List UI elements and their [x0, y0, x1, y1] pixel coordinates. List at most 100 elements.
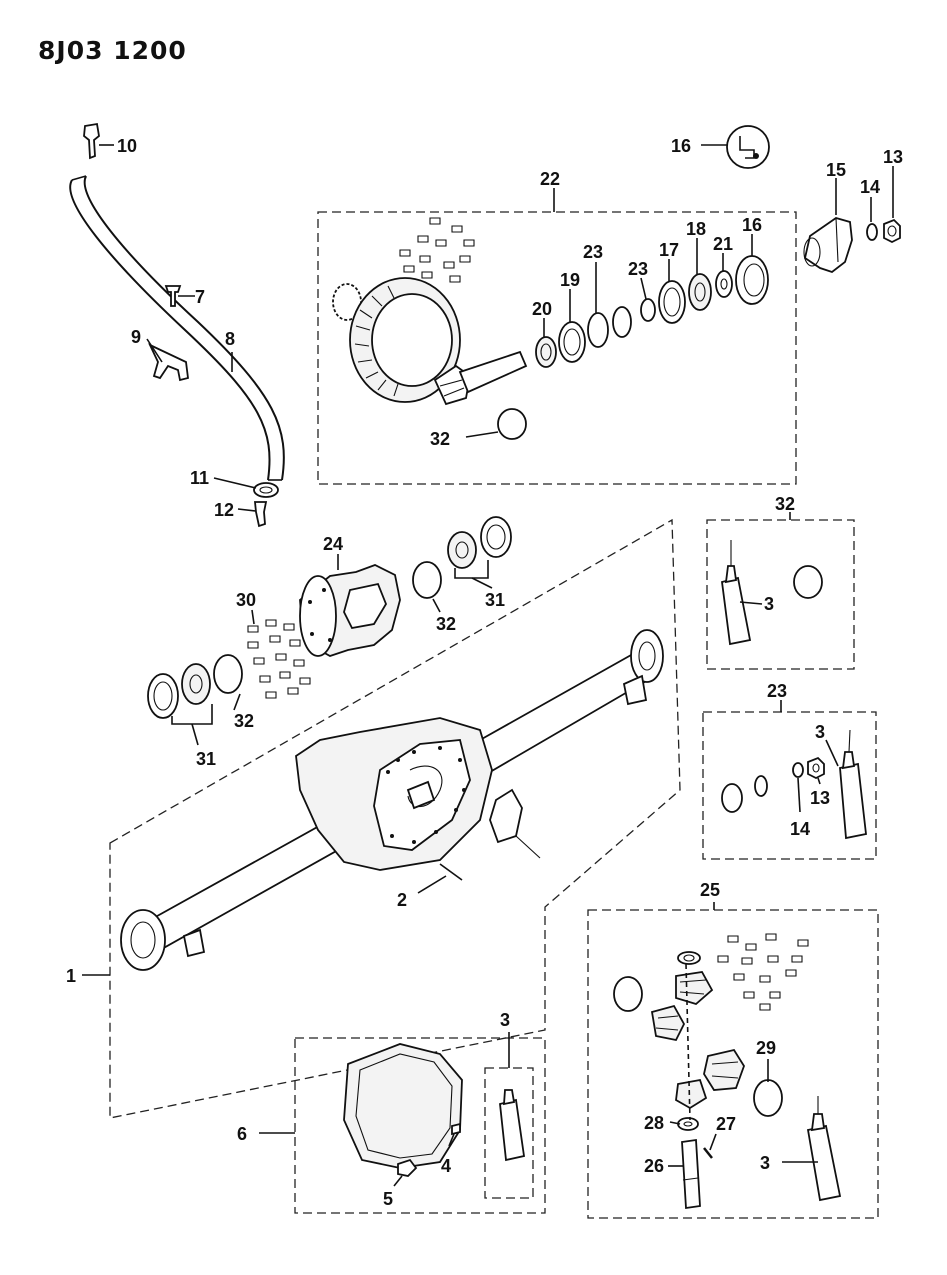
seal-16 — [735, 255, 769, 305]
washer-14-kit — [792, 762, 804, 778]
callout-32-b: 32 — [436, 614, 456, 634]
pinion-gear-22 — [433, 350, 528, 406]
plug-5 — [397, 1158, 418, 1177]
sealant-tube-23-kit — [839, 729, 867, 840]
bearing-31-upper — [447, 531, 477, 569]
shim-32-lower — [213, 654, 243, 694]
callout-1: 1 — [66, 966, 76, 986]
case-bolts-30 — [247, 619, 311, 699]
callout-4: 4 — [441, 1156, 451, 1176]
shim-23-kit-a — [721, 783, 743, 813]
callout-13-kit: 13 — [810, 788, 830, 808]
cup-31-lower — [147, 673, 179, 719]
shim-23-a — [587, 312, 609, 348]
callout-3-kit25: 3 — [760, 1153, 770, 1173]
bearing-18 — [688, 273, 712, 311]
cup-31-upper — [480, 516, 512, 558]
ring-gear-22 — [349, 277, 461, 403]
kit-box-22 — [317, 211, 797, 485]
vent-fitting-10 — [83, 122, 100, 160]
callout-23-kit: 23 — [767, 681, 787, 701]
callout-2: 2 — [397, 890, 407, 910]
shaft-26 — [681, 1138, 701, 1210]
callout-7: 7 — [195, 287, 205, 307]
shim-32-kit — [793, 565, 823, 599]
callout-20: 20 — [532, 299, 552, 319]
shim-32-upper — [412, 561, 442, 599]
washer-28 — [677, 1117, 699, 1131]
ring-gear-bolts-22 — [399, 217, 475, 283]
callout-16-top: 16 — [671, 136, 691, 156]
callout-24: 24 — [323, 534, 343, 554]
cup-19 — [558, 321, 586, 363]
callout-11: 11 — [190, 468, 209, 488]
callout-9: 9 — [131, 327, 141, 347]
shim-23-kit-b — [754, 775, 768, 797]
sealant-tube-32-kit — [721, 540, 752, 646]
callout-3-kit32: 3 — [764, 594, 774, 614]
yoke-15 — [803, 217, 853, 274]
callout-14-kit: 14 — [790, 819, 810, 839]
bolt-4 — [451, 1122, 461, 1136]
case-bolts-25 — [717, 933, 809, 1011]
fitting-12 — [254, 501, 268, 528]
callout-14-top: 14 — [860, 177, 880, 197]
shim-32-a — [497, 408, 527, 440]
callout-32-kit: 32 — [775, 494, 795, 514]
callout-31-a: 31 — [485, 590, 505, 610]
callout-32-c: 32 — [234, 711, 254, 731]
callout-32-a: 32 — [430, 429, 450, 449]
kit-box-1-housing — [109, 518, 681, 1119]
callout-23-b: 23 — [628, 259, 648, 279]
spacer-22 — [612, 306, 632, 338]
callout-28: 28 — [644, 1113, 664, 1133]
callout-12: 12 — [214, 500, 234, 520]
side-gear-left-25 — [650, 1004, 686, 1042]
axle-housing-1 — [120, 629, 664, 971]
thrust-washer-25 — [613, 976, 643, 1012]
kit-box-32 — [706, 519, 855, 670]
washer-29 — [753, 1079, 783, 1117]
vent-hose-8 — [69, 175, 285, 481]
callout-6: 6 — [237, 1124, 247, 1144]
cup-17 — [658, 280, 686, 324]
callout-18: 18 — [686, 219, 706, 239]
callout-22: 22 — [540, 169, 560, 189]
roll-pin-27 — [703, 1147, 713, 1159]
side-gear-washer-25 — [677, 951, 701, 965]
kit-box-3-cover — [484, 1067, 534, 1199]
diff-cover-6 — [343, 1043, 463, 1169]
callout-13-top: 13 — [883, 147, 903, 167]
sealant-tube-cover-kit — [499, 1089, 526, 1162]
callout-5: 5 — [383, 1189, 393, 1209]
pinion-gear-lower-25 — [675, 1078, 708, 1110]
part-16-top — [726, 125, 770, 169]
callout-27: 27 — [716, 1114, 736, 1134]
callout-15: 15 — [826, 160, 846, 180]
shim-23-b — [640, 298, 656, 322]
nut-13-kit — [807, 756, 825, 780]
callout-19: 19 — [560, 270, 580, 290]
callout-31-b: 31 — [196, 749, 216, 769]
washer-14-top — [866, 223, 878, 241]
bearing-31-lower — [181, 663, 211, 705]
kit-box-6 — [294, 1037, 546, 1214]
callout-10: 10 — [117, 136, 137, 156]
callout-17: 17 — [659, 240, 679, 260]
callout-23-a: 23 — [583, 242, 603, 262]
kit-box-25 — [587, 909, 879, 1219]
callout-21: 21 — [713, 234, 733, 254]
diagram-code: 8J03 1200 — [38, 36, 187, 65]
clamp-11 — [253, 482, 279, 498]
callout-29: 29 — [756, 1038, 776, 1058]
callout-26: 26 — [644, 1156, 664, 1176]
callout-8: 8 — [225, 329, 235, 349]
kit-box-23 — [702, 711, 877, 860]
callout-3-kit23: 3 — [815, 722, 825, 742]
callout-25: 25 — [700, 880, 720, 900]
pinion-gear-upper-25 — [675, 971, 714, 1006]
callout-30: 30 — [236, 590, 256, 610]
callout-16-kit: 16 — [742, 215, 762, 235]
washer-21 — [715, 270, 733, 298]
